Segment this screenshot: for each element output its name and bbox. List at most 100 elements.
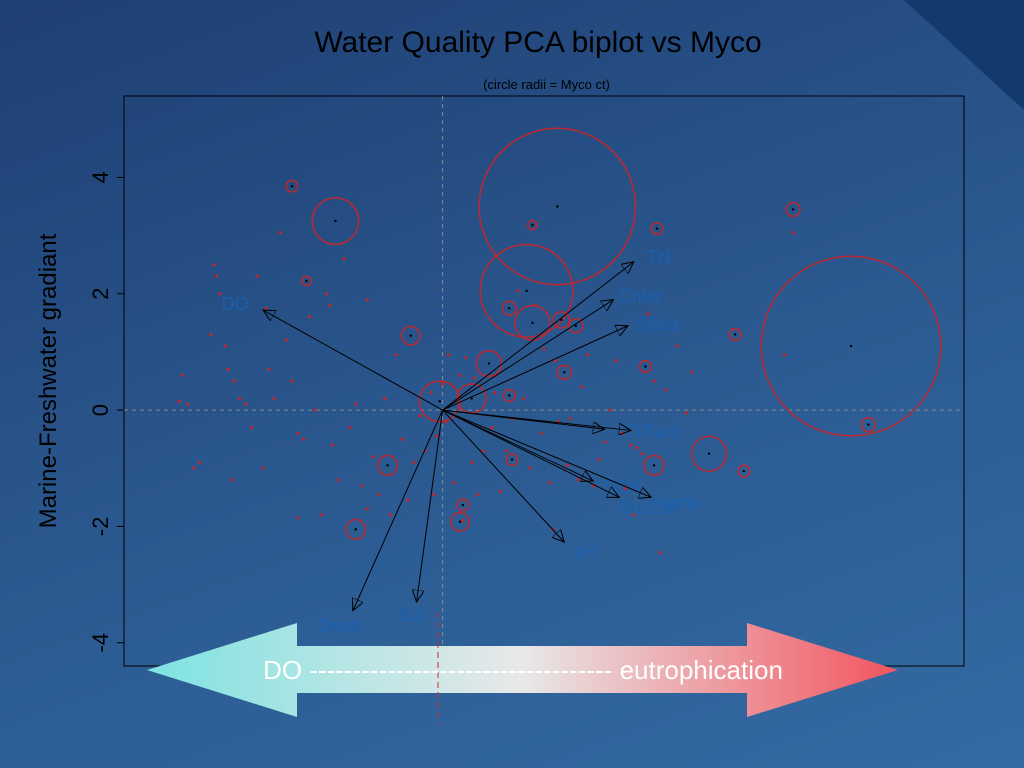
sample-point (388, 513, 393, 517)
loading-arrow-do (263, 310, 443, 411)
plot-frame (123, 95, 965, 667)
sample-point (652, 379, 656, 383)
loading-label-turb: Turb (644, 422, 680, 442)
y-tick-label: 0 (88, 404, 113, 416)
sample-point (498, 489, 503, 494)
sample-point (609, 408, 613, 412)
sample-point (177, 399, 181, 403)
sample-point (675, 344, 679, 348)
loading-arrow-so4 (442, 409, 594, 481)
myco-circle-center (563, 371, 566, 374)
sample-point (336, 478, 340, 482)
sample-point (238, 396, 242, 401)
myco-circle-center (409, 334, 412, 337)
sample-point (313, 408, 317, 412)
sample-point (548, 481, 552, 485)
loading-arrow-silica (442, 326, 628, 411)
myco-circle-center (508, 307, 511, 310)
y-tick-label: -4 (88, 633, 113, 653)
zero-lines (124, 96, 964, 666)
sample-point (342, 257, 346, 261)
sample-point (400, 437, 404, 441)
myco-circle-center (574, 324, 578, 327)
sample-point (307, 315, 311, 319)
sample-point (632, 513, 636, 517)
myco-circle (285, 179, 299, 193)
sample-point (580, 385, 584, 389)
sample-point (458, 373, 462, 377)
sample-point (504, 449, 508, 453)
myco-circle (638, 359, 652, 374)
sample-point (441, 382, 445, 386)
sample-point (417, 414, 422, 418)
loading-arrow-turb (442, 409, 631, 430)
sample-point (452, 481, 456, 485)
corner-decoration (904, 0, 1024, 110)
y-tick-label: 2 (88, 288, 113, 300)
myco-circle (478, 127, 637, 286)
loading-arrow-ph (442, 409, 565, 542)
sample-point (490, 425, 494, 430)
myco-circle (501, 300, 517, 316)
sample-point (412, 460, 416, 465)
sample-point (217, 292, 222, 296)
sample-point (542, 347, 546, 351)
myco-circle (301, 275, 312, 287)
myco-circle (568, 318, 584, 334)
sample-point (664, 388, 668, 392)
loading-label-tn: TN (647, 248, 671, 268)
sample-point (629, 443, 633, 447)
myco-circle-center (531, 223, 534, 227)
loading-arrow-chlor (442, 300, 614, 411)
myco-circle-center (733, 333, 737, 336)
myco-circle-center (644, 365, 647, 368)
chart-subtitle: (circle radii = Myco ct) (483, 77, 610, 92)
sample-point (301, 437, 306, 441)
sample-point (197, 460, 201, 465)
y-tick-label: -2 (88, 517, 113, 537)
loading-label-temp: temp (661, 492, 701, 512)
loading-label-deep: Deep (318, 616, 361, 636)
myco-circle-center (867, 423, 870, 426)
sample-point (325, 292, 329, 296)
sample-point (635, 446, 639, 450)
myco-circle (502, 388, 516, 403)
sample-point (267, 367, 271, 371)
loading-arrow-tn (442, 262, 634, 411)
sample-point (791, 231, 795, 235)
myco-circle-center (849, 344, 853, 348)
myco-circle (690, 435, 728, 472)
sample-point (377, 492, 381, 497)
myco-circle-center (531, 321, 534, 325)
sample-point (365, 507, 369, 511)
sample-point (603, 440, 607, 444)
loading-arrow-sal (417, 410, 444, 602)
sample-point (255, 274, 259, 278)
sample-point (226, 367, 230, 371)
sample-point (264, 306, 268, 310)
sample-point (658, 550, 662, 555)
sample-point (568, 417, 572, 421)
y-tick-label: 4 (88, 171, 113, 183)
myco-circle-center (334, 219, 337, 223)
gradient-arrow-bar (147, 623, 898, 717)
myco-circle (505, 452, 519, 467)
myco-circle-center (791, 208, 795, 211)
sample-point (429, 391, 433, 395)
sample-point (212, 263, 216, 267)
myco-circle-center (652, 464, 656, 467)
sample-point (516, 289, 520, 293)
myco-circle (527, 219, 538, 231)
loading-label-sal: Sal (399, 605, 425, 625)
sample-point (614, 359, 619, 363)
loading-label-ph: pH (574, 541, 597, 561)
sample-point (348, 425, 352, 430)
sample-point (365, 297, 369, 302)
sample-point (278, 231, 283, 235)
myco-circle (376, 454, 399, 476)
myco-circle-center (742, 469, 746, 473)
sample-point (640, 452, 645, 456)
sample-point (585, 353, 590, 357)
myco-circle-center (438, 400, 441, 403)
myco-circle-center (354, 528, 357, 531)
